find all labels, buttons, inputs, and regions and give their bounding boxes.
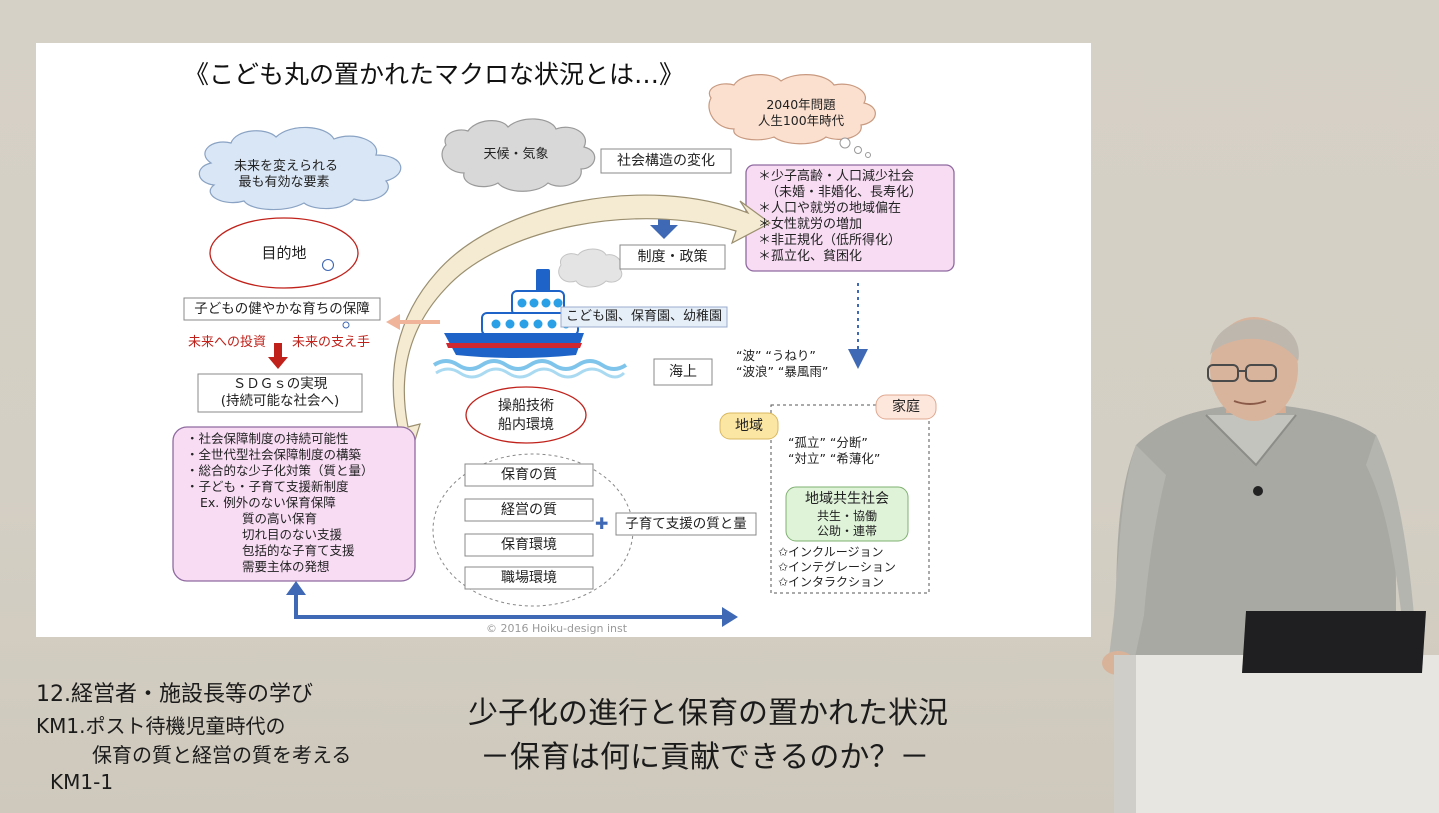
community-dashed-box: [770, 404, 930, 594]
presentation-slide: 《こども丸の置かれたマクロな状況とは…》 未来を変えられる 最も有効な要素 天候…: [36, 43, 1091, 637]
destination-label: 目的地: [261, 244, 307, 262]
waves-line: “波浪” “暴風雨”: [736, 364, 829, 379]
sdgs-line: ＳＤＧｓの実現: [232, 376, 328, 392]
sea-box: [653, 358, 713, 386]
sea-label: 海上: [669, 364, 697, 380]
inclusion-item: ✩インテグレーション: [778, 560, 896, 574]
inclusion-list: ✩インクルージョン ✩インテグレーション ✩インタラクション: [778, 545, 896, 590]
cloud-2040-line: 2040年問題: [766, 97, 836, 112]
social-security-item: ・総合的な少子化対策（質と量）: [186, 463, 374, 478]
down-arrow-icon: [650, 213, 678, 239]
social-security-item: ・全世代型社会保障制度の構築: [186, 447, 362, 462]
caption-series: 12.経営者・施設長等の学び: [36, 682, 313, 707]
isolation-line: “対立” “希薄化”: [788, 451, 881, 466]
policy-box: [619, 244, 726, 270]
social-issue-item: （未婚・非婚化、長寿化）: [766, 185, 923, 200]
sdgs-label: ＳＤＧｓの実現 (持続可能な社会へ): [198, 376, 362, 410]
speaker-photo: [1102, 317, 1439, 813]
ship-label-box: [560, 306, 728, 328]
cloud-future-line: 未来を変えられる: [234, 159, 339, 174]
quality-item: 保育環境: [501, 537, 557, 553]
red-down-arrow-icon: [268, 343, 288, 369]
ship-skills-label: 操船技術 船内環境: [466, 397, 586, 435]
isolation-line: “孤立” “分断”: [788, 435, 868, 450]
social-security-list: ・社会保障制度の持続可能性 ・全世代型社会保障制度の構築 ・総合的な少子化対策（…: [186, 431, 374, 575]
sdgs-line: (持続可能な社会へ): [220, 393, 340, 409]
social-issue-item: ＊非正規化（低所得化）: [758, 233, 902, 248]
slide-title: 《こども丸の置かれたマクロな状況とは…》: [184, 60, 685, 89]
inclusion-item: ✩インクルージョン: [778, 545, 884, 559]
coexistence-sub-line: 共生・協働: [816, 509, 877, 523]
cloud-future: [198, 126, 402, 211]
policy-label: 制度・政策: [637, 249, 708, 265]
social-security-item: 切れ目のない支援: [242, 527, 343, 542]
cloud-future-text: 未来を変えられる 最も有効な要素: [234, 159, 339, 191]
ship-label: こども園、保育園、幼稚園: [565, 309, 722, 324]
social-issue-item: ＊少子高齢・人口減少社会: [758, 169, 915, 184]
caption-module: KM1.ポスト待機児童時代の: [36, 714, 286, 738]
waves-line: “波” “うねり”: [736, 348, 816, 363]
quality-item: 経営の質: [501, 502, 557, 518]
social-issue-item: ＊女性就労の増加: [758, 217, 863, 232]
destination-ellipse: [209, 217, 359, 289]
community-label: 地域: [735, 418, 763, 434]
plus-icon: ✚: [595, 514, 609, 533]
social-security-item: Ex. 例外のない保育保障: [200, 495, 336, 510]
caption-module-sub: 保育の質と経営の質を考える: [92, 743, 352, 767]
cloud-2040-text: 2040年問題 人生100年時代: [736, 97, 866, 129]
sdgs-box: [197, 373, 363, 413]
social-security-item: ・子ども・子育て支援新制度: [186, 479, 349, 494]
ship-skills-line: 操船技術: [498, 398, 554, 414]
coexistence-title: 地域共生社会: [805, 491, 889, 507]
child-support-box: [615, 512, 757, 536]
social-security-item: 需要主体の発想: [242, 559, 330, 574]
quality-item: 職場環境: [501, 570, 557, 586]
cloud-2040-line: 人生100年時代: [757, 113, 845, 128]
social-security-item: 包括的な子育て支援: [242, 543, 355, 558]
copyright-text: © 2016 Hoiku-design inst: [486, 622, 628, 635]
social-security-item: 質の高い保育: [242, 511, 318, 526]
cloud-future-line: 最も有効な要素: [238, 175, 330, 190]
curved-arrow: [382, 194, 772, 465]
family-label: 家庭: [892, 399, 920, 415]
social-issue-item: ＊孤立化、貧困化: [758, 249, 863, 264]
investment-label: 未来への投資: [188, 335, 267, 350]
healthy-growth-label: 子どもの健やかな育ちの保障: [194, 301, 370, 317]
ship-skills-ellipse: [465, 386, 587, 444]
social-issues-list: ＊少子高齢・人口減少社会 （未婚・非婚化、長寿化） ＊人口や就労の地域偏在 ＊女…: [758, 169, 922, 265]
cloud-weather: [441, 118, 596, 192]
social-change-box: [600, 148, 732, 174]
isolation-text: “孤立” “分断” “対立” “希薄化”: [788, 435, 880, 467]
waves-text: “波” “うねり” “波浪” “暴風雨”: [736, 348, 828, 380]
cloud-2040: [708, 74, 876, 158]
coexistence-box: [785, 486, 909, 542]
social-security-item: ・社会保障制度の持続可能性: [186, 431, 349, 446]
coexistence-sub: 共生・協働 公助・連帯: [786, 509, 908, 539]
ship-skills-line: 船内環境: [498, 417, 554, 433]
community-tag: [719, 412, 779, 440]
left-arrow-icon: [386, 314, 440, 330]
child-support-label: 子育て支援の質と量: [625, 516, 747, 532]
lecture-title: 少子化の進行と保育の置かれた状況: [468, 696, 948, 731]
smoke-cloud: [558, 248, 623, 288]
family-tag: [875, 394, 937, 420]
social-issue-item: ＊人口や就労の地域偏在: [758, 201, 902, 216]
social-security-box: [172, 426, 416, 582]
healthy-growth-box: [183, 297, 381, 321]
caption-code: KM1-1: [50, 770, 114, 794]
inclusion-item: ✩インタラクション: [778, 575, 885, 589]
quality-item: 保育の質: [501, 467, 557, 483]
supporters-label: 未来の支え手: [292, 335, 371, 350]
coexistence-sub-line: 公助・連帯: [816, 524, 877, 538]
social-change-label: 社会構造の変化: [617, 153, 715, 169]
cloud-weather-text: 天候・気象: [483, 147, 549, 162]
slide-diagram-graphics: [172, 74, 955, 627]
lecture-subtitle: －保育は何に貢献できるのか？－: [480, 740, 930, 775]
